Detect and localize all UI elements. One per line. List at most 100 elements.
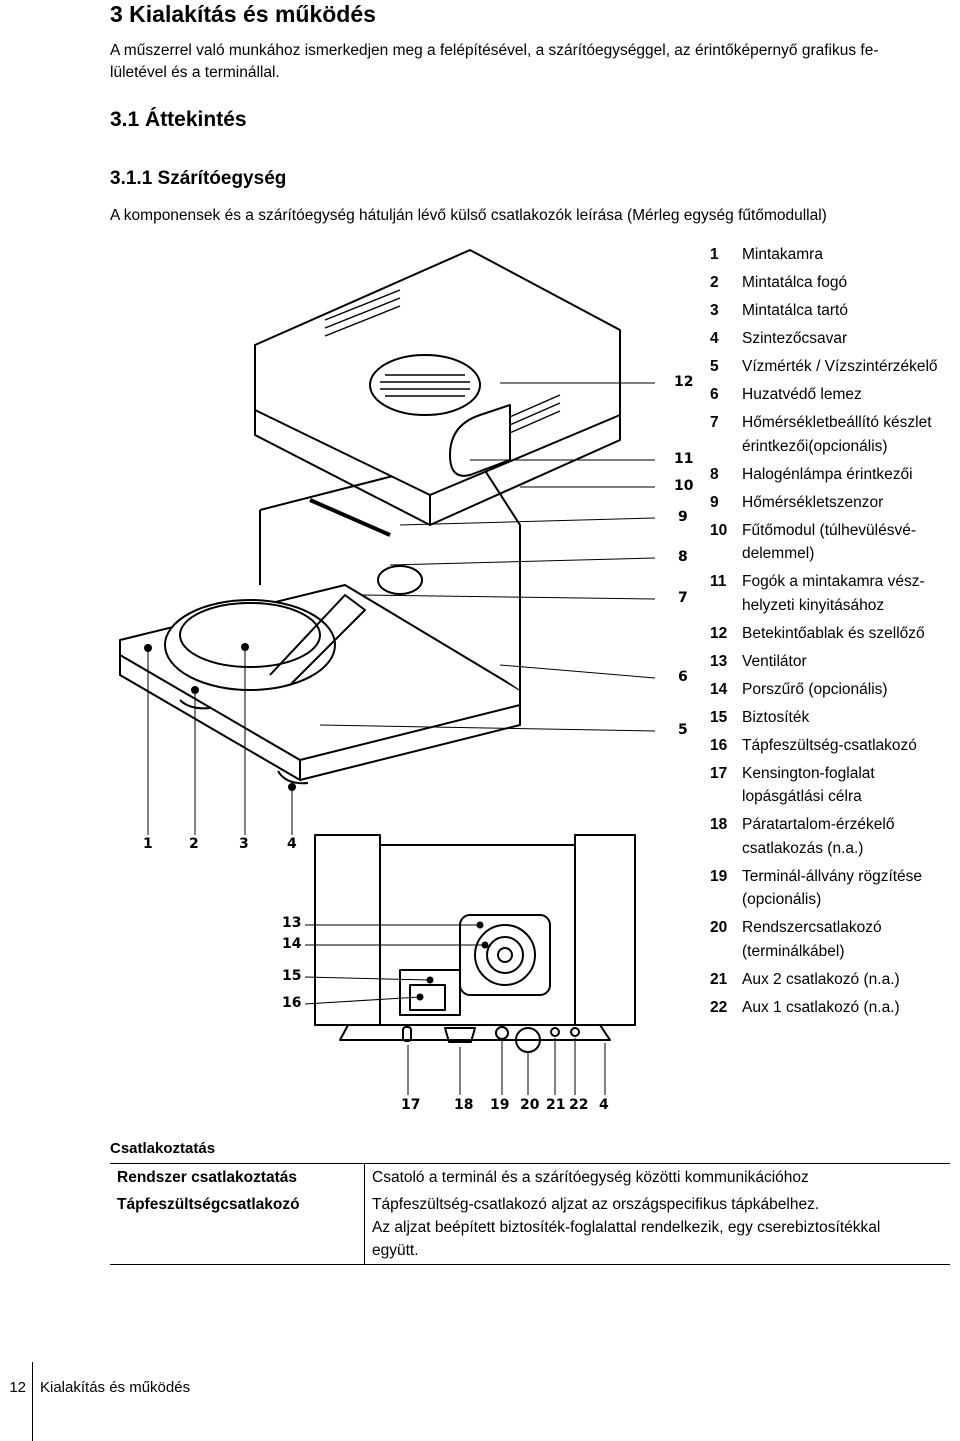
legend-text: Mintatálca fogó <box>742 271 960 295</box>
callout-1: 1 <box>143 836 153 852</box>
intro-paragraph: A műszerrel való munkához ismerkedjen me… <box>110 40 950 84</box>
callout-16: 16 <box>282 995 302 1011</box>
table-value: Csatoló a terminál és a szárítóegység kö… <box>364 1163 950 1191</box>
legend-text-line-1: Szintezőcsavar <box>742 330 848 347</box>
table-value: Tápfeszültség-csatlakozó aljzat az orszá… <box>364 1191 950 1265</box>
callout-21: 21 <box>546 1097 566 1113</box>
legend-text-line-1: Mintakamra <box>742 246 823 263</box>
legend-number: 12 <box>710 624 728 642</box>
legend-number: 2 <box>710 274 719 291</box>
chapter-heading: 3 Kialakítás és működés <box>110 1 376 27</box>
legend-text-line-1: Fűtőmodul (túlhevülésvé- <box>742 521 917 539</box>
callout-4: 4 <box>287 836 297 852</box>
legend-text-line-2: (terminálkábel) <box>742 942 845 960</box>
legend-number: 7 <box>710 414 719 431</box>
figure-subtitle: A komponensek és a szárítóegység hátuljá… <box>110 207 827 224</box>
legend-text-line-2: delemmel) <box>742 545 815 562</box>
legend-text: Mintakamra <box>742 243 960 267</box>
legend-text-line-1: Porszűrő (opcionális) <box>742 680 888 698</box>
callout-20: 20 <box>520 1097 540 1113</box>
legend-text-line-1: Aux 1 csatlakozó (n.a.) <box>742 998 900 1016</box>
legend-text-line-2: helyzeti kinyitásához <box>742 596 885 614</box>
legend-number: 15 <box>710 708 728 726</box>
legend-text: Terminál-állvány rögzítése (opcionális) <box>742 865 960 912</box>
legend-number: 19 <box>710 867 728 885</box>
legend-number: 1 <box>710 246 719 263</box>
callout-12: 12 <box>674 374 694 390</box>
legend-number: 10 <box>710 521 728 539</box>
legend-number: 16 <box>710 736 728 754</box>
legend-text: Halogénlámpa érintkezői <box>742 463 960 487</box>
legend-item: 20 Rendszercsatlakozó(terminálkábel) <box>710 916 960 963</box>
table-key: Rendszer csatlakoztatás <box>110 1163 365 1191</box>
intro-line-1: A műszerrel való munkához ismerkedjen me… <box>110 42 879 59</box>
callout-6: 6 <box>678 669 688 685</box>
legend-text: Fogók a mintakamra vész-helyzeti kinyitá… <box>742 570 960 617</box>
legend-item: 7 Hőmérsékletbeállító készlet érintkezői(o… <box>710 411 960 458</box>
legend-item: 19 Terminál-állvány rögzítése (opcionális) <box>710 865 960 912</box>
connection-table: Rendszer csatlakoztatás Csatoló a termin… <box>110 1163 950 1265</box>
legend-text-line-1: Huzatvédő lemez <box>742 386 862 403</box>
legend-text-line-1: Kensington-foglalat <box>742 764 875 782</box>
legend-item: 12 Betekintőablak és szellőző <box>710 622 960 646</box>
legend-number: 18 <box>710 816 728 833</box>
legend-item: 16 Tápfeszültség-csatlakozó <box>710 734 960 758</box>
legend-item: 21 Aux 2 csatlakozó (n.a.) <box>710 968 960 992</box>
callout-10: 10 <box>674 478 694 494</box>
legend-text: Tápfeszültség-csatlakozó <box>742 734 960 758</box>
legend-text: Hőmérsékletszenzor <box>742 491 960 515</box>
legend-item: 17 Kensington-foglalat lopásgátlási célra <box>710 762 960 809</box>
legend-number: 8 <box>710 465 719 483</box>
legend-text-line-2: lopásgátlási célra <box>742 788 862 805</box>
legend-text-line-1: Mintatálca tartó <box>742 302 848 319</box>
legend-text-line-1: Tápfeszültség-csatlakozó <box>742 736 917 754</box>
callout-22: 22 <box>569 1097 589 1113</box>
legend-text: Rendszercsatlakozó(terminálkábel) <box>742 916 960 963</box>
legend-text-line-1: Betekintőablak és szellőző <box>742 624 925 642</box>
footer-divider <box>32 1362 33 1441</box>
legend-text-line-2: (opcionális) <box>742 891 822 908</box>
section-heading: 3.1 Áttekintés <box>110 108 247 131</box>
table-title: Csatlakoztatás <box>110 1140 216 1157</box>
legend-item: 10 Fűtőmodul (túlhevülésvé-delemmel) <box>710 519 960 566</box>
legend-number: 13 <box>710 652 728 670</box>
legend-item: 13 Ventilátor <box>710 650 960 674</box>
legend-text-line-2: csatlakozás (n.a.) <box>742 839 864 857</box>
legend-text: Betekintőablak és szellőző <box>742 622 960 646</box>
page-number: 12 <box>9 1379 26 1396</box>
legend-text: Hőmérsékletbeállító készlet érintkezői(op… <box>742 411 960 458</box>
legend-text-line-1: Hőmérsékletszenzor <box>742 493 884 511</box>
legend-text: Vízmérték / Vízszintérzékelő <box>742 355 960 379</box>
legend-text: Porszűrő (opcionális) <box>742 678 960 702</box>
callout-18: 18 <box>454 1097 474 1113</box>
legend-text: Ventilátor <box>742 650 960 674</box>
legend-text: Fűtőmodul (túlhevülésvé-delemmel) <box>742 519 960 566</box>
legend-text-line-2: érintkezői(opcionális) <box>742 437 888 455</box>
legend-text: Kensington-foglalat lopásgátlási célra <box>742 762 960 809</box>
legend-number: 17 <box>710 764 728 782</box>
legend-item: 1 Mintakamra <box>710 243 960 267</box>
callout-11: 11 <box>674 451 694 467</box>
legend-text-line-1: Hőmérsékletbeállító készlet <box>742 414 932 431</box>
legend-text-line-1: Aux 2 csatlakozó (n.a.) <box>742 970 900 988</box>
subsection-heading: 3.1.1 Szárítóegység <box>110 168 287 189</box>
callout-4-rear: 4 <box>599 1097 609 1113</box>
legend-number: 21 <box>710 970 728 988</box>
callout-7: 7 <box>678 590 688 606</box>
legend-text: Aux 2 csatlakozó (n.a.) <box>742 968 960 992</box>
legend-number: 20 <box>710 919 728 936</box>
table-row: Rendszer csatlakoztatás Csatoló a termin… <box>110 1163 950 1191</box>
legend-text-line-1: Fogók a mintakamra vész- <box>742 573 925 590</box>
callout-14: 14 <box>282 936 302 952</box>
legend-text-line-1: Terminál-állvány rögzítése <box>742 867 923 885</box>
